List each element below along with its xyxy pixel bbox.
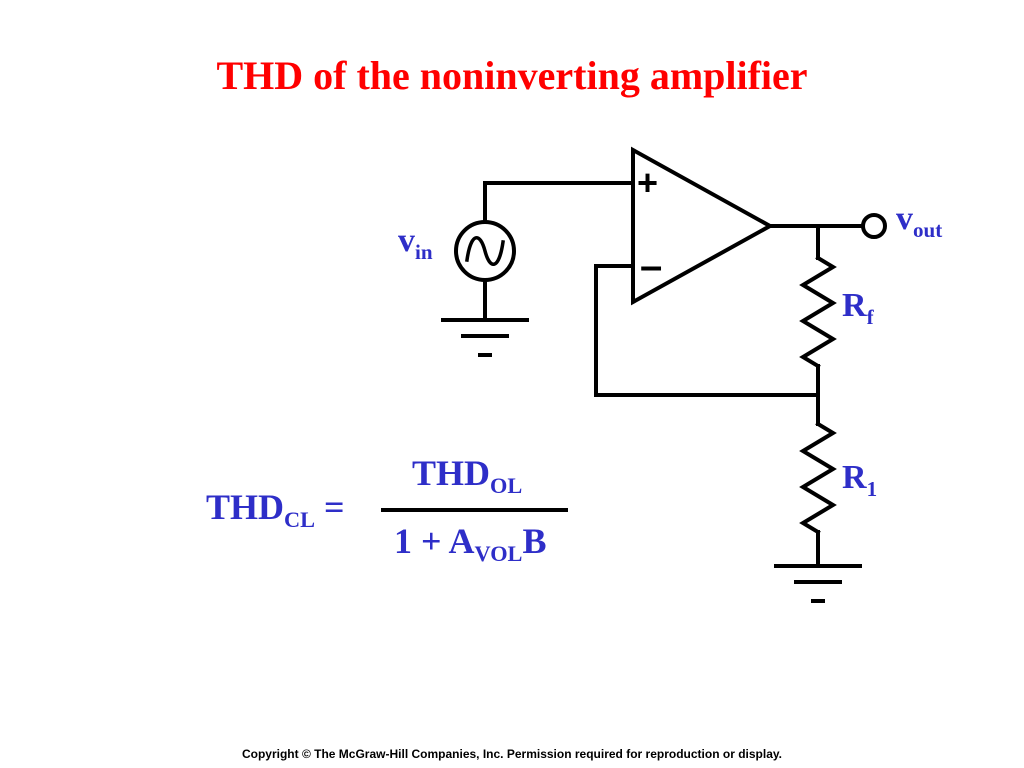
op-amp-triangle — [631, 146, 775, 306]
r1-label: R1 — [842, 459, 878, 501]
minus-input-sign: – — [640, 244, 663, 288]
formula-numerator: THDOL — [412, 453, 523, 499]
slide-title: THD of the noninverting amplifier — [216, 53, 808, 98]
input-wire — [483, 181, 634, 224]
rf-label: Rf — [842, 287, 874, 329]
r1-resistor — [799, 421, 837, 535]
thd-cl-label: THDCL = — [206, 487, 345, 533]
vout-label: vout — [896, 200, 943, 242]
rf-resistor — [799, 255, 837, 369]
output-terminal-icon — [861, 213, 887, 239]
ac-source-icon — [454, 220, 516, 282]
feedback-wire — [594, 264, 820, 397]
sine-wave-icon — [465, 236, 505, 266]
copyright-notice: Copyright © The McGraw-Hill Companies, I… — [241, 747, 783, 761]
equals-sign: = — [324, 487, 345, 527]
formula-denominator: 1 + AVOLB — [394, 521, 547, 567]
vin-label: vin — [398, 222, 433, 264]
plus-input-sign: + — [637, 162, 659, 203]
